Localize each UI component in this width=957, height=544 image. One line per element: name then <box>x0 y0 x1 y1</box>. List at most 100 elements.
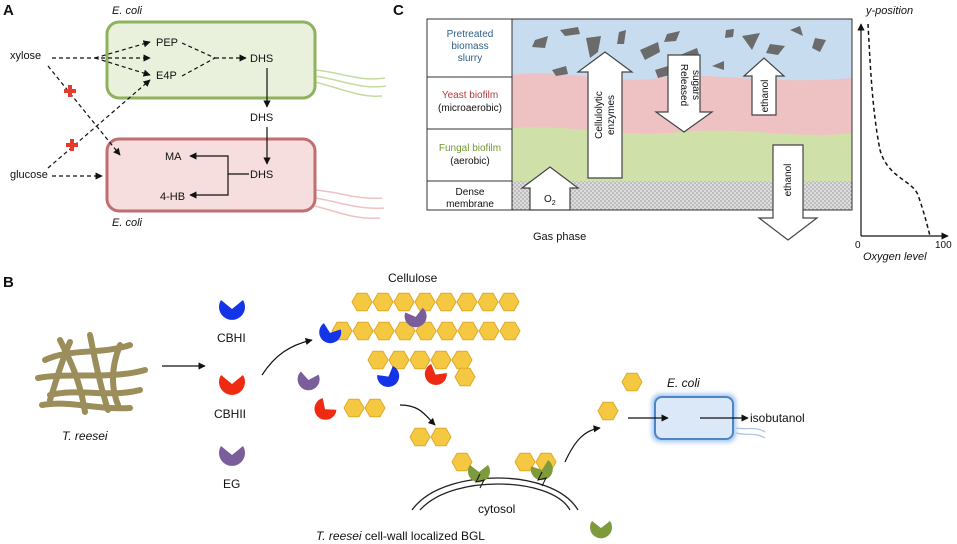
pathway-arrows-a <box>47 40 271 199</box>
glucose-release-arrow <box>564 425 601 463</box>
bgl-caption: T. reesei cell-wall localized BGL <box>316 529 485 543</box>
glucose-unit <box>430 350 452 370</box>
bgl-anchor-icon <box>537 471 547 487</box>
glucose-unit <box>388 350 410 370</box>
ma-label: MA <box>165 151 182 163</box>
released-sugars-arrow <box>654 54 714 133</box>
gas-phase-label: Gas phase <box>533 231 586 243</box>
panel-label-c: C <box>393 2 404 19</box>
panel-label-a: A <box>3 2 14 19</box>
dhs-bottom-label: DHS <box>250 169 273 181</box>
ethanol-down-arrow <box>757 144 819 241</box>
enzyme-action-arrow <box>261 337 313 376</box>
ecoli-cell-bottom <box>105 137 385 220</box>
slurry-label-2: biomass <box>451 41 488 52</box>
ethanol-up-label: ethanol <box>760 80 771 113</box>
ethanol-down-label: ethanol <box>783 164 794 197</box>
glucose-unit <box>454 367 476 387</box>
blocked-cross-icon <box>64 85 76 97</box>
ecoli-label-bottom: E. coli <box>112 217 143 229</box>
xylose-label: xylose <box>10 50 41 62</box>
oxygen-profile <box>857 23 949 240</box>
glucose-unit <box>435 292 457 312</box>
glucose-unit <box>597 401 619 421</box>
cellulolytic-label-1: Cellulolytic <box>594 91 605 139</box>
glucose-unit <box>499 321 521 341</box>
ecoli-cell-top <box>105 20 387 100</box>
glucose-unit <box>498 292 520 312</box>
ethanol-up-arrow <box>742 57 786 116</box>
membrane-label-1: Dense <box>456 187 485 198</box>
bound-enzymes <box>297 307 447 420</box>
cytosol-membrane <box>411 477 579 511</box>
y-position-label: y-position <box>865 5 913 17</box>
cellulose-chains <box>331 292 643 472</box>
hydrolysis-arrow <box>399 404 436 426</box>
glucose-unit <box>364 398 386 418</box>
released-label-1: Released <box>678 64 689 106</box>
cbhi-label: CBHI <box>217 331 246 345</box>
glucose-unit <box>367 350 389 370</box>
glucose-unit <box>456 292 478 312</box>
bgl-anchor-icon <box>475 473 485 489</box>
layer-labels: Pretreated biomass slurry Yeast biofilm … <box>438 29 502 210</box>
o2-arrow <box>520 166 580 211</box>
cellulolytic-label-2: enzymes <box>606 95 617 135</box>
cbhii-label: CBHII <box>214 407 246 421</box>
glucose-unit <box>351 292 373 312</box>
tick-0: 0 <box>855 240 861 251</box>
panel-label-b: B <box>3 274 14 291</box>
glucose-unit <box>373 321 395 341</box>
fungal-label-2: (aerobic) <box>450 156 489 167</box>
dhs-mid-label: DHS <box>250 112 273 124</box>
glucose-unit <box>514 452 536 472</box>
oxygen-level-label: Oxygen level <box>863 251 927 263</box>
glucose-unit <box>621 372 643 392</box>
bgl-enzymes <box>468 460 613 539</box>
o2-label: O2 <box>544 194 556 207</box>
glucose-unit <box>343 398 365 418</box>
membrane-label-2: membrane <box>446 199 494 210</box>
glucose-unit <box>457 321 479 341</box>
released-label-2: sugars <box>690 70 701 100</box>
glucose-unit <box>352 321 374 341</box>
slurry-label-3: slurry <box>458 53 482 64</box>
panel-b: B T. reesei CBHI CBHII EG Cellulose <box>3 271 805 543</box>
glucose-unit <box>451 350 473 370</box>
yeast-label-1: Yeast biofilm <box>442 90 498 101</box>
cellulolytic-arrow <box>576 51 634 179</box>
eg-label: EG <box>223 477 240 491</box>
glucose-unit <box>451 452 473 472</box>
pep-label: PEP <box>156 37 178 49</box>
glucose-unit <box>436 321 458 341</box>
hb-label: 4-HB <box>160 191 185 203</box>
e4p-label: E4P <box>156 70 177 82</box>
blocked-cross-icon <box>66 139 78 151</box>
tick-100: 100 <box>935 240 952 251</box>
treesei-hyphae-icon <box>35 332 148 415</box>
glucose-unit <box>414 292 436 312</box>
glucose-unit <box>430 427 452 447</box>
panel-c: C <box>393 2 952 263</box>
glucose-unit <box>372 292 394 312</box>
cbhi-enzyme-icon <box>219 300 245 320</box>
treesei-label: T. reesei <box>62 429 108 443</box>
dhs-top-label: DHS <box>250 53 273 65</box>
glucose-unit <box>393 292 415 312</box>
eg-enzyme-icon <box>218 446 246 466</box>
glucose-unit <box>478 321 500 341</box>
cellulose-label: Cellulose <box>388 271 438 285</box>
glucose-label: glucose <box>10 169 48 181</box>
glucose-unit <box>415 321 437 341</box>
fungal-label-1: Fungal biofilm <box>439 143 501 154</box>
glucose-unit <box>477 292 499 312</box>
slurry-label-1: Pretreated <box>447 29 494 40</box>
glucose-unit <box>409 427 431 447</box>
cbhii-enzyme-icon <box>219 375 245 395</box>
glucose-unit <box>409 350 431 370</box>
panel-a: A E. coli E. coli xylose glucose PEP E4P… <box>3 2 387 229</box>
cytosol-label: cytosol <box>478 502 515 516</box>
flux-arrows <box>520 51 819 241</box>
ecoli-label-top: E. coli <box>112 5 143 17</box>
